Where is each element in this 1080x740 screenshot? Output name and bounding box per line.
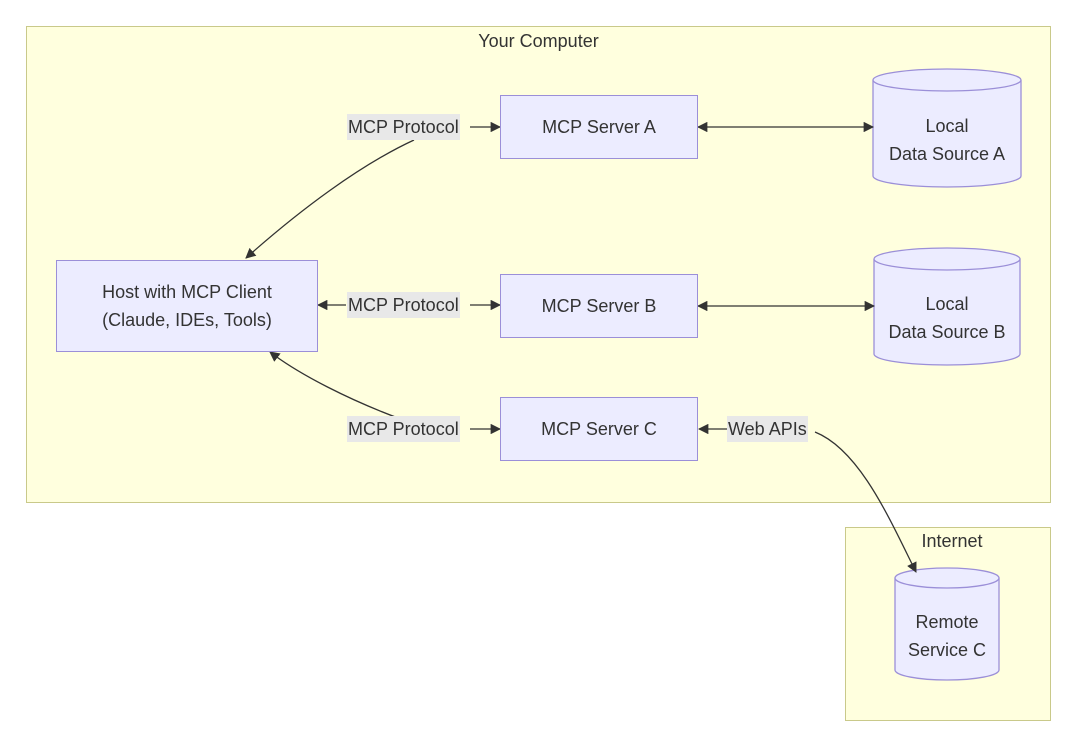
server-b-label: MCP Server B [541,296,657,316]
edge-label-mcp-protocol-a: MCP Protocol [347,114,460,140]
node-host-mcp-client: Host with MCP Client (Claude, IDEs, Tool… [56,260,318,352]
edge-host-to-server-c [269,351,399,419]
server-a-label: MCP Server A [542,117,656,137]
edge-web-apis-to-remote [814,431,917,573]
cylinder-remote-service-c [894,567,1000,681]
data-source-a-line2: Data Source A [888,144,1006,164]
cluster-internet: Internet [845,527,1051,721]
server-c-label: MCP Server C [541,419,657,439]
remote-service-c-line1: Remote [915,612,979,632]
edge-label-web-apis: Web APIs [727,416,808,442]
data-source-a-label: Local Data Source A [873,112,1021,168]
data-source-b-label: Local Data Source B [874,290,1020,346]
edge-label-mcp-protocol-b: MCP Protocol [347,292,460,318]
edge-label-mcp-protocol-c: MCP Protocol [347,416,460,442]
host-label-line1: Host with MCP Client [102,282,272,302]
remote-service-c-line2: Service C [907,640,987,660]
cluster-your-computer-title: Your Computer [478,31,599,51]
cylinder-data-source-a [872,68,1022,188]
host-label-line2: (Claude, IDEs, Tools) [102,310,272,330]
data-source-b-line1: Local [925,294,969,314]
cluster-internet-title: Internet [921,531,983,551]
node-mcp-server-b: MCP Server B [500,274,698,338]
node-mcp-server-c: MCP Server C [500,397,698,461]
node-mcp-server-a: MCP Server A [500,95,698,159]
remote-service-c-label: Remote Service C [895,608,999,664]
cylinder-data-source-b [873,247,1021,366]
data-source-b-line2: Data Source B [888,322,1006,342]
edge-host-to-server-a [245,139,415,259]
data-source-a-line1: Local [925,116,969,136]
